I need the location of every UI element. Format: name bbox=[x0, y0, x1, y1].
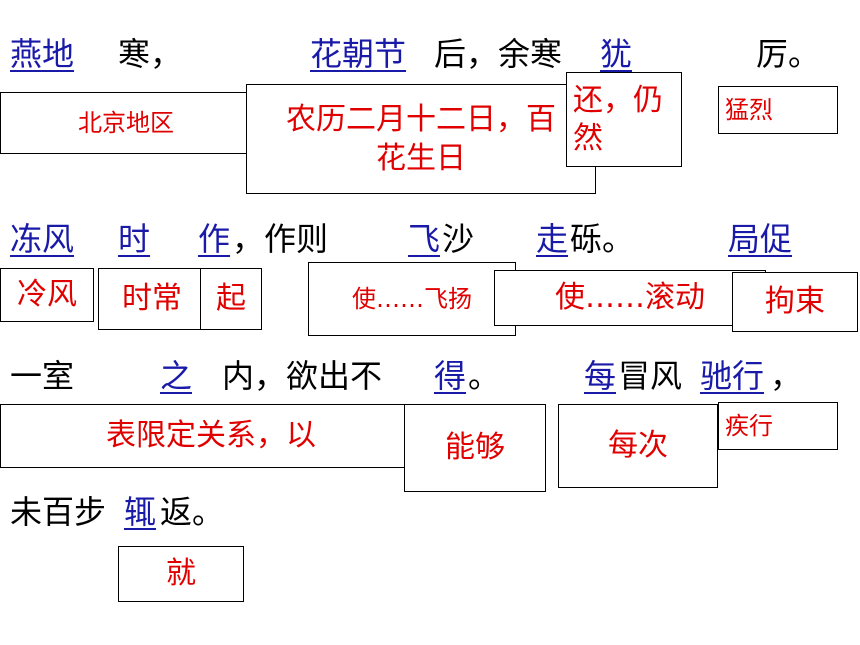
note-neng-gou: 能够 bbox=[404, 404, 546, 492]
keyword-you: 犹 bbox=[600, 35, 633, 73]
text-period: 。 bbox=[468, 357, 501, 395]
keyword-zhe: 辄 bbox=[124, 493, 157, 531]
text-zuo-ze: ，作则 bbox=[232, 220, 329, 258]
note-mengl: 猛烈 bbox=[718, 86, 838, 134]
keyword-mei: 每 bbox=[584, 357, 617, 395]
text-fan: 返。 bbox=[160, 493, 225, 531]
note-beijing-diqu: 北京地区 bbox=[0, 92, 252, 154]
note-nongli-huazhao: 农历二月十二日，百花生日 bbox=[246, 84, 596, 194]
keyword-zhi: 之 bbox=[160, 357, 193, 395]
keyword-chi-xing: 驰行 bbox=[700, 357, 765, 395]
text-wei-bai-bu: 未百步 bbox=[10, 493, 107, 531]
keyword-de: 得 bbox=[434, 357, 467, 395]
note-ju-shu: 拘束 bbox=[732, 272, 858, 332]
keyword-fei: 飞 bbox=[408, 220, 441, 258]
text-hou-yu-han: 后，余寒 bbox=[434, 35, 563, 73]
text-li-gravel: 砾。 bbox=[570, 220, 635, 258]
text-nei-yu-chu-bu: 内，欲出不 bbox=[222, 357, 383, 395]
note-qi: 起 bbox=[200, 268, 262, 330]
note-shi-gun-dong: 使……滚动 bbox=[494, 270, 766, 326]
keyword-zou: 走 bbox=[536, 220, 569, 258]
text-li: 厉。 bbox=[756, 35, 821, 73]
note-shi-fei-yang: 使……飞扬 bbox=[308, 262, 516, 336]
text-sha: 沙 bbox=[442, 220, 475, 258]
keyword-shi: 时 bbox=[118, 220, 151, 258]
note-biao-xian-ding: 表限定关系，以 bbox=[0, 404, 422, 468]
note-jiu: 就 bbox=[118, 546, 244, 602]
keyword-ju-cu: 局促 bbox=[728, 220, 793, 258]
text-mao-feng: 冒风 bbox=[618, 357, 683, 395]
note-ji-xing: 疾行 bbox=[718, 402, 838, 450]
keyword-yan-di: 燕地 bbox=[10, 35, 75, 73]
note-shi-chang: 时常 bbox=[98, 268, 206, 330]
note-leng-feng: 冷风 bbox=[0, 268, 94, 322]
note-hai-rengran: 还，仍然 bbox=[566, 72, 682, 167]
text-yi-shi: 一室 bbox=[10, 357, 75, 395]
keyword-dong-feng: 冻风 bbox=[10, 220, 75, 258]
keyword-zuo: 作 bbox=[198, 220, 231, 258]
keyword-hua-zhao-jie: 花朝节 bbox=[310, 35, 407, 73]
note-mei-ci: 每次 bbox=[558, 404, 718, 488]
text-han: 寒， bbox=[118, 35, 183, 73]
text-comma: ， bbox=[770, 357, 803, 395]
